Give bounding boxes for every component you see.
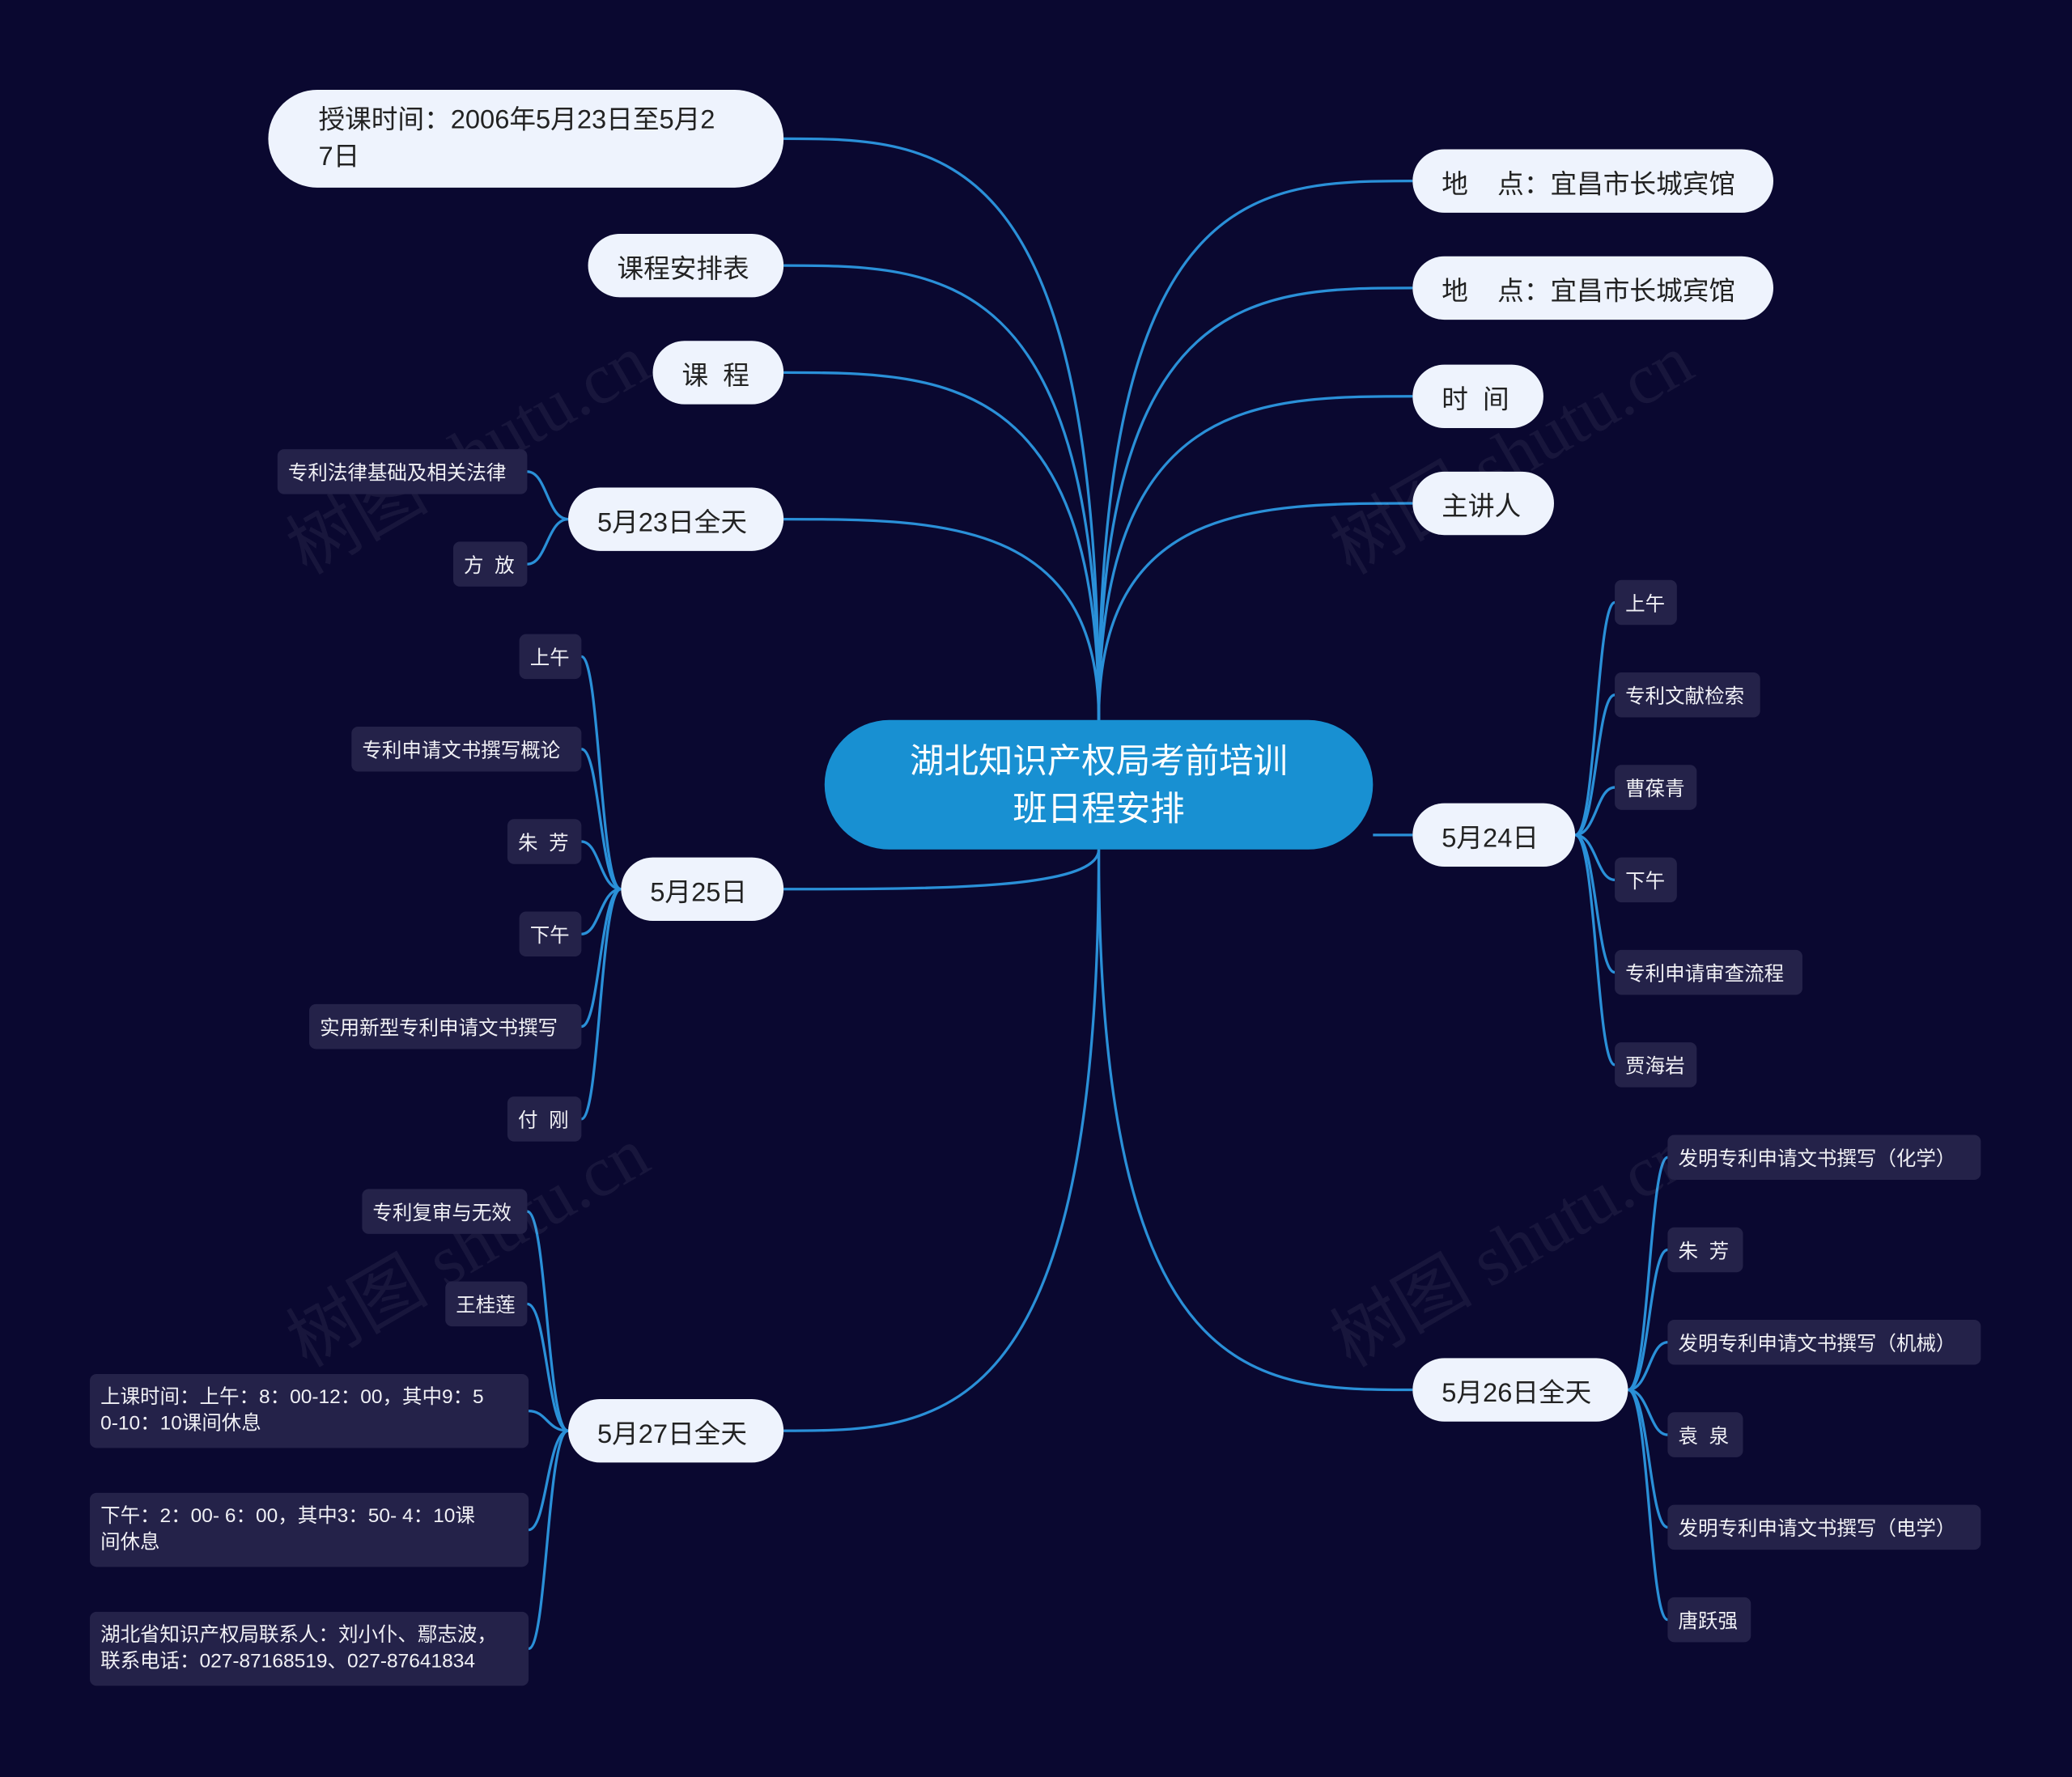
leaf-item[interactable]: 付 刚: [507, 1096, 582, 1142]
leaf-item[interactable]: 专利复审与无效: [362, 1189, 528, 1234]
connector-line: [528, 1429, 569, 1532]
topic-course[interactable]: 课 程: [652, 341, 784, 405]
connector-line: [783, 517, 1101, 720]
connector-line: [580, 655, 622, 891]
central-topic[interactable]: 湖北知识产权局考前培训 班日程安排: [824, 719, 1374, 850]
connector-line: [783, 137, 1101, 720]
connector-line: [1097, 502, 1413, 720]
connector-line: [1627, 1388, 1669, 1622]
connector-line: [783, 849, 1101, 891]
topic-may23[interactable]: 5月23日全天: [568, 487, 784, 551]
connector-line: [1097, 286, 1413, 720]
leaf-item[interactable]: 专利文献检索: [1615, 672, 1760, 718]
connector-line: [1574, 786, 1616, 837]
connector-line: [783, 849, 1101, 1432]
connector-line: [1574, 833, 1616, 974]
connector-line: [580, 888, 622, 1121]
leaf-item[interactable]: 上午: [1615, 579, 1677, 626]
topic-schedule[interactable]: 课程安排表: [588, 233, 784, 298]
leaf-item[interactable]: 发明专利申请文书撰写（机械）: [1667, 1320, 1981, 1365]
connector-line: [526, 1302, 569, 1432]
connector-line: [1097, 395, 1413, 720]
topic-may27[interactable]: 5月27日全天: [568, 1398, 784, 1463]
leaf-item[interactable]: 袁 泉: [1667, 1412, 1743, 1457]
connector-line: [528, 1429, 569, 1651]
topic-teaching-time[interactable]: 授课时间：2006年5月23日至5月2 7日: [268, 90, 784, 188]
connector-line: [1097, 849, 1413, 1392]
connector-line: [1627, 1156, 1669, 1392]
connector-line: [1628, 1341, 1668, 1392]
leaf-item[interactable]: 朱 芳: [1667, 1227, 1743, 1273]
leaf-class-hours[interactable]: 上课时间：上午：8：00-12：00，其中9：5 0-10：10课间休息: [90, 1373, 529, 1448]
connector-line: [581, 888, 622, 935]
topic-place[interactable]: 地 点：宜昌市长城宾馆: [1412, 149, 1774, 213]
leaf-item[interactable]: 唐跃强: [1667, 1597, 1751, 1643]
topic-time[interactable]: 时 间: [1412, 364, 1543, 428]
topic-may26[interactable]: 5月26日全天: [1412, 1358, 1628, 1422]
leaf-item[interactable]: 发明专利申请文书撰写（化学）: [1667, 1134, 1981, 1180]
leaf-item[interactable]: 实用新型专利申请文书撰写: [309, 1003, 582, 1050]
connector-line: [1628, 1388, 1668, 1436]
connector-line: [527, 470, 569, 521]
connector-line: [581, 840, 622, 891]
leaf-item[interactable]: 贾海岩: [1615, 1042, 1697, 1088]
leaf-item[interactable]: 曹葆青: [1615, 765, 1697, 810]
leaf-item[interactable]: 专利法律基础及相关法律: [277, 449, 528, 494]
leaf-contact[interactable]: 湖北省知识产权局联系人：刘小仆、鄢志波， 联系电话：027-87168519、0…: [90, 1611, 529, 1686]
connector-line: [1574, 600, 1616, 837]
connector-line: [580, 888, 622, 1028]
leaf-item[interactable]: 王桂莲: [445, 1281, 528, 1327]
connector-line: [1574, 833, 1616, 881]
leaf-item[interactable]: 上午: [519, 634, 582, 680]
leaf-item[interactable]: 专利申请审查流程: [1615, 949, 1802, 995]
connector-line: [783, 371, 1101, 720]
topic-place[interactable]: 地 点：宜昌市长城宾馆: [1412, 256, 1774, 320]
connector-line: [1574, 693, 1616, 837]
leaf-item[interactable]: 下午: [1615, 857, 1677, 903]
connector-line: [526, 1210, 569, 1432]
topic-may25[interactable]: 5月25日: [621, 857, 784, 921]
topic-speaker[interactable]: 主讲人: [1412, 471, 1554, 536]
connector-line: [1627, 1248, 1669, 1392]
leaf-item[interactable]: 发明专利申请文书撰写（电学）: [1667, 1504, 1981, 1550]
leaf-item[interactable]: 朱 芳: [507, 819, 582, 864]
connector-line: [580, 748, 622, 891]
connector-line: [1574, 833, 1616, 1067]
topic-may24[interactable]: 5月24日: [1412, 803, 1576, 867]
connector-line: [528, 1410, 569, 1432]
connector-line: [1627, 1388, 1669, 1529]
connector-line: [527, 517, 569, 566]
connector-line: [783, 264, 1101, 720]
leaf-afternoon-hours[interactable]: 下午：2：00- 6：00，其中3：50- 4：10课 间休息: [90, 1492, 529, 1567]
leaf-item[interactable]: 下午: [519, 911, 582, 957]
leaf-item[interactable]: 方 放: [452, 541, 528, 587]
connector-line: [1097, 180, 1413, 720]
leaf-item[interactable]: 专利申请文书撰写概论: [351, 726, 582, 772]
